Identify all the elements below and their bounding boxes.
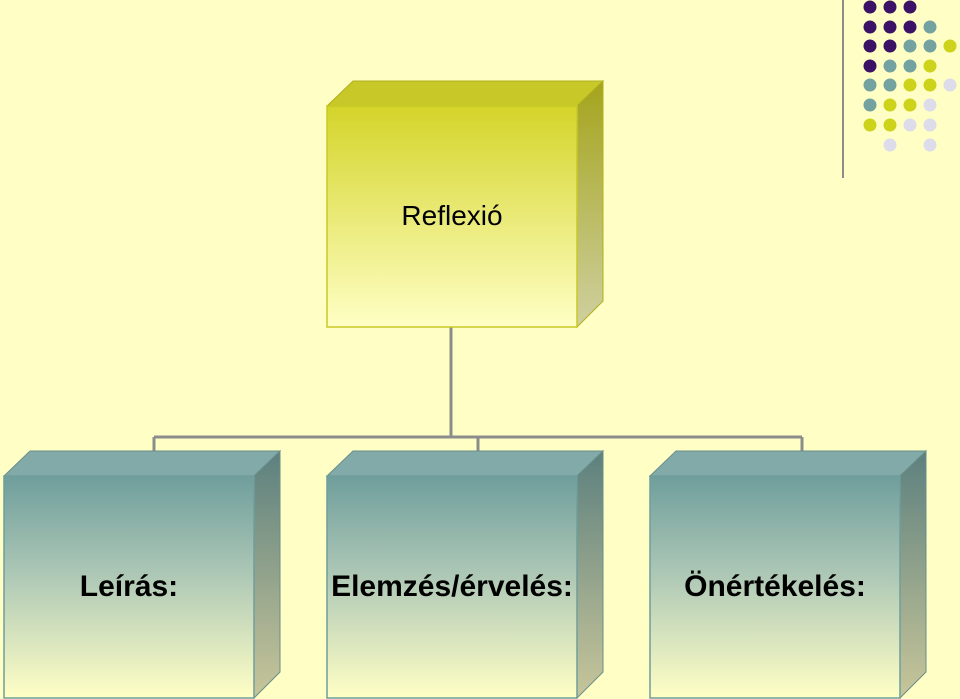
child-label-description: Leírás:	[79, 570, 179, 603]
root-label: Reflexió	[401, 200, 503, 231]
decor-dot	[863, 39, 877, 53]
decor-dot	[903, 20, 917, 34]
connectors	[152, 327, 804, 452]
decor-dot	[883, 0, 897, 14]
decor-dot	[903, 0, 917, 14]
decor-dot	[883, 59, 897, 73]
decor-dot	[863, 59, 877, 73]
decor-dot	[923, 138, 937, 152]
child-box-3	[648, 449, 928, 699]
decor-dot	[883, 39, 897, 53]
decor-dot	[903, 59, 917, 73]
decor-dot	[883, 138, 897, 152]
decor-dot	[863, 118, 877, 132]
decor-dot	[883, 118, 897, 132]
decor-dot	[863, 98, 877, 112]
child-box-2	[325, 449, 605, 699]
decor-dot	[863, 78, 877, 92]
decor-dot	[943, 39, 957, 53]
decor-dot	[903, 78, 917, 92]
root-box	[325, 79, 605, 329]
decor-dot	[883, 20, 897, 34]
decor-dot	[863, 20, 877, 34]
decor-dot-grid	[863, 0, 957, 152]
child-box-1	[2, 449, 282, 699]
child-label-analysis: Elemzés/érvelés:	[331, 570, 573, 603]
decor-dot	[923, 118, 937, 132]
decor-dot	[923, 20, 937, 34]
decor-dot	[903, 39, 917, 53]
decor-dot	[883, 78, 897, 92]
child-label-self-evaluation: Önértékelés:	[684, 570, 866, 603]
decor-dot	[883, 98, 897, 112]
decor-dot	[923, 39, 937, 53]
decor-dot	[863, 0, 877, 14]
decor-dot	[903, 98, 917, 112]
decor-dot	[923, 59, 937, 73]
decor-dot	[923, 98, 937, 112]
decor-dot	[903, 118, 917, 132]
decor-dot	[943, 78, 957, 92]
decor-dot	[923, 78, 937, 92]
